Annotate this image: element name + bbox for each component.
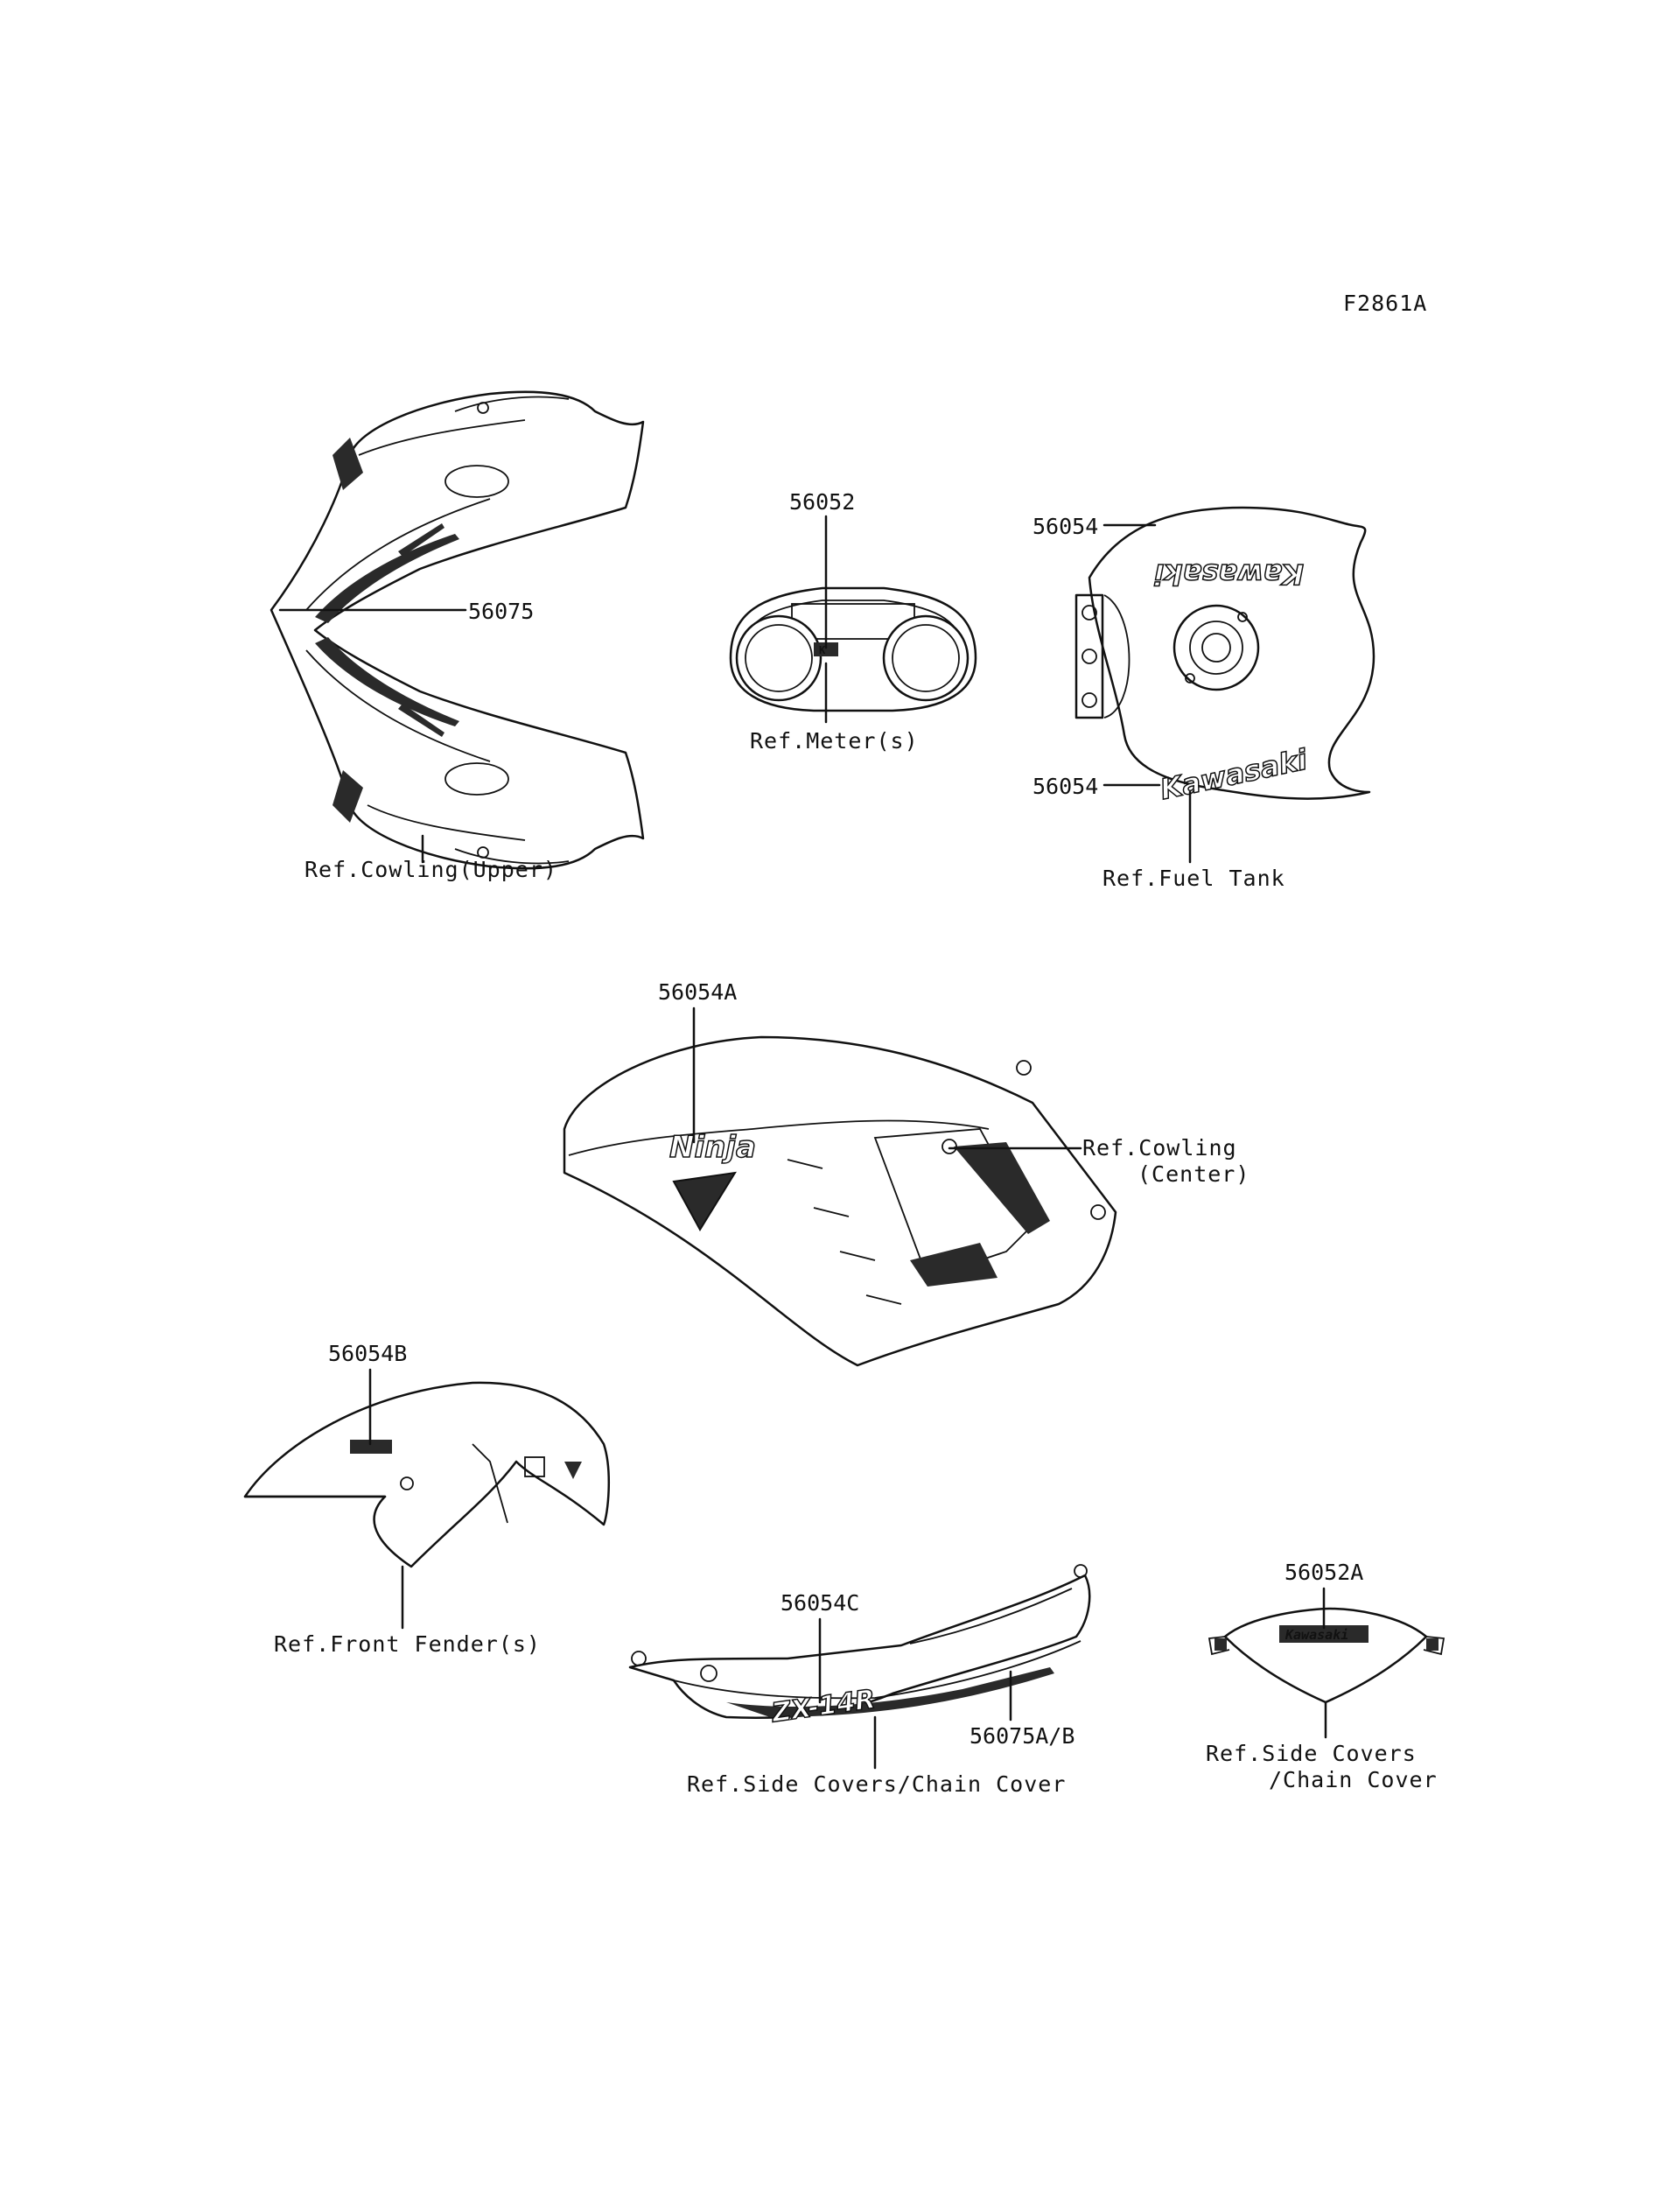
ref-side-covers-chain: Ref.Side Covers/Chain Cover <box>687 1771 1066 1797</box>
ref-cowling-center-1: Ref.Cowling <box>1082 1135 1237 1161</box>
tail-cover-illustration: Kawasaki <box>1208 1607 1446 1704</box>
svg-text:K: K <box>819 644 826 656</box>
tank-logo-decal: Kawasaki <box>1157 742 1311 806</box>
ref-side-covers-2: /Chain Cover <box>1269 1767 1438 1792</box>
upper-cowling-illustration <box>270 390 645 870</box>
part-number-56052: 56052 <box>789 489 855 515</box>
svg-text:Kawasaki: Kawasaki <box>1154 558 1304 591</box>
part-number-56075: 56075 <box>468 599 534 624</box>
front-fender-illustration <box>243 1381 611 1568</box>
part-number-56075AB: 56075A/B <box>970 1723 1074 1749</box>
ref-front-fender: Ref.Front Fender(s) <box>274 1631 541 1657</box>
part-number-56054A: 56054A <box>658 979 737 1005</box>
part-number-56054-bottom: 56054 <box>1032 774 1098 799</box>
ref-meters: Ref.Meter(s) <box>750 728 919 754</box>
part-number-56054C: 56054C <box>780 1590 859 1616</box>
ref-cowling-center-2: (Center) <box>1138 1161 1250 1187</box>
tail-logo-decal: Kawasaki <box>1284 1627 1348 1643</box>
side-logo-decal: ZX-14R <box>769 1684 877 1729</box>
center-logo-decal: Ninja <box>669 1130 756 1165</box>
ref-cowling-upper: Ref.Cowling(Upper) <box>304 857 557 882</box>
ref-fuel-tank: Ref.Fuel Tank <box>1102 866 1285 891</box>
figure-code: F2861A <box>1343 291 1427 316</box>
fuel-tank-illustration: Kawasaki Kawasaki <box>1074 506 1376 807</box>
meter-illustration: K <box>729 586 977 712</box>
center-cowling-illustration: Ninja <box>563 1035 1117 1367</box>
part-number-56054B: 56054B <box>328 1341 407 1366</box>
side-cover-illustration: ZX-14R <box>628 1564 1091 1729</box>
part-number-56054-top: 56054 <box>1032 514 1098 539</box>
ref-side-covers-1: Ref.Side Covers <box>1206 1741 1417 1766</box>
part-number-56052A: 56052A <box>1284 1560 1363 1585</box>
